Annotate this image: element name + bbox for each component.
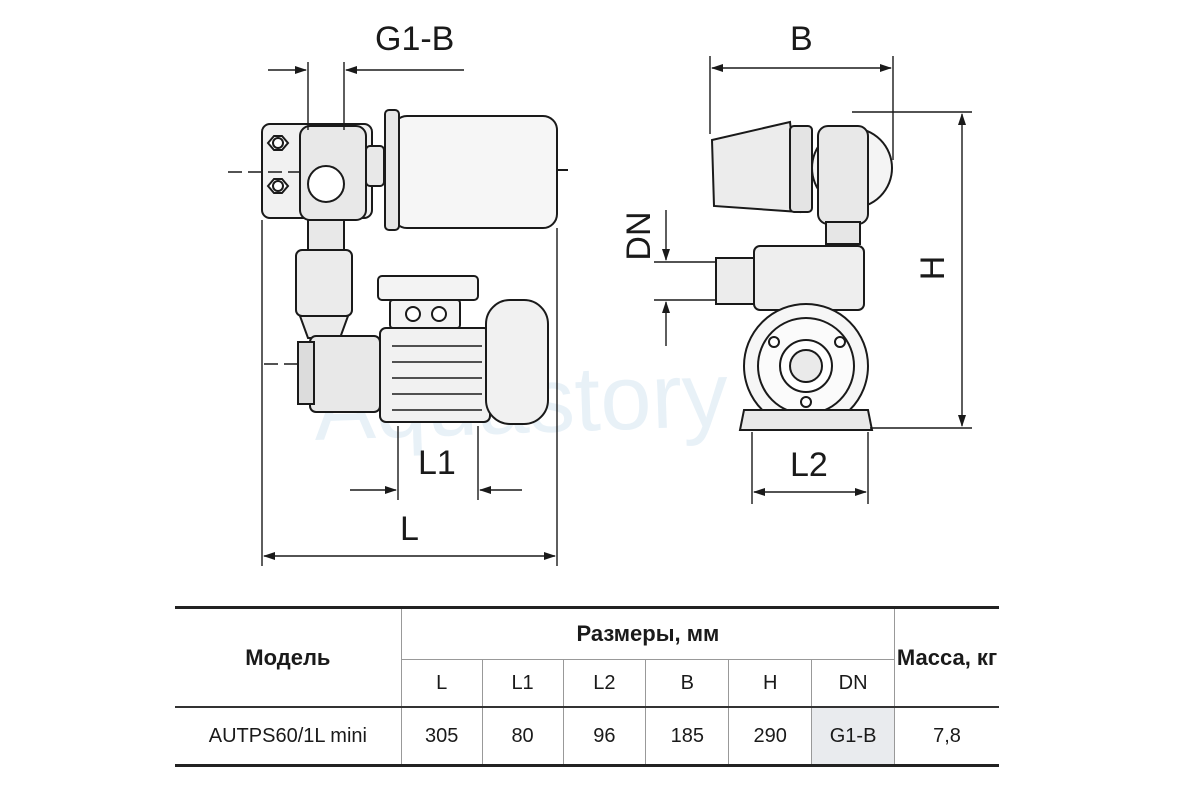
label-l1: L1 bbox=[418, 444, 456, 482]
table-row: AUTPS60/1L mini 305 80 96 185 290 G1-B 7… bbox=[175, 706, 999, 766]
label-g1b: G1-B bbox=[375, 20, 454, 58]
column-header: B bbox=[645, 659, 729, 707]
side-view bbox=[261, 109, 568, 425]
column-header: L1 bbox=[481, 659, 563, 707]
value-cell: 96 bbox=[562, 706, 646, 766]
side-dimensions bbox=[228, 62, 558, 566]
bolt-icon bbox=[266, 135, 290, 194]
value-cell: 305 bbox=[400, 706, 483, 766]
column-header-row: L L1 L2 B H DN bbox=[175, 659, 999, 707]
header-mass: Масса, кг bbox=[894, 607, 999, 707]
column-header: L2 bbox=[562, 659, 646, 707]
label-h: H bbox=[914, 256, 952, 281]
label-b: B bbox=[790, 20, 813, 58]
header-dimensions: Размеры, мм bbox=[400, 607, 895, 660]
specification-table: Модель Размеры, мм Масса, кг L L1 L2 B H… bbox=[175, 606, 999, 767]
label-dn: DN bbox=[620, 211, 658, 260]
front-view bbox=[710, 120, 893, 431]
value-cell-dn: G1-B bbox=[811, 706, 895, 766]
column-header: L bbox=[400, 659, 483, 707]
model-cell: AUTPS60/1L mini bbox=[175, 706, 402, 766]
value-cell: 290 bbox=[728, 706, 812, 766]
value-cell: 185 bbox=[645, 706, 729, 766]
header-model: Модель bbox=[245, 644, 331, 670]
pump-technical-drawing: Aquastory bbox=[228, 20, 972, 566]
mass-cell: 7,8 bbox=[894, 706, 999, 766]
column-header: H bbox=[728, 659, 812, 707]
label-l2: L2 bbox=[790, 446, 828, 484]
value-cell: 80 bbox=[481, 706, 563, 766]
label-l: L bbox=[400, 510, 419, 548]
column-header: DN bbox=[811, 659, 895, 707]
front-dimensions bbox=[654, 56, 972, 504]
